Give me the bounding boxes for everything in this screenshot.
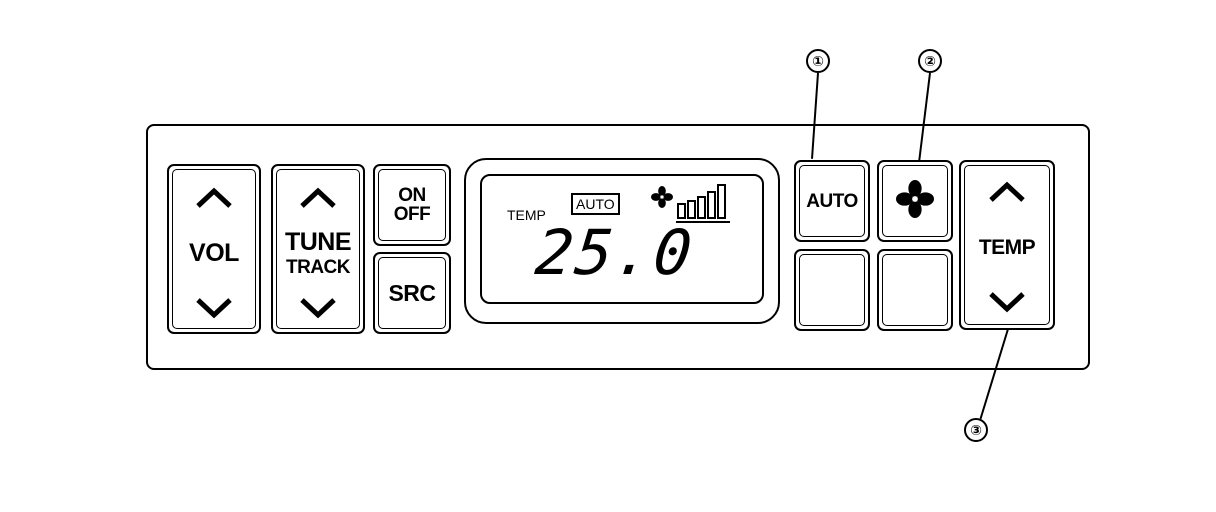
chevron-down-icon[interactable] [194,296,234,320]
lcd-display [480,174,764,304]
chevron-up-icon[interactable] [194,186,234,210]
chevron-down-icon[interactable] [987,290,1027,314]
temp-button[interactable]: TEMP [959,160,1055,330]
display-temp-label: TEMP [507,207,546,223]
auto-label: AUTO [806,190,858,212]
fan-level-bars [676,180,734,229]
display-fan-icon [650,186,674,213]
source-button[interactable]: SRC [373,252,451,334]
on-label: ON [398,185,426,206]
callout-2: ② [918,49,942,73]
chevron-down-icon[interactable] [298,296,338,320]
blank-button-left[interactable] [794,249,870,331]
tune-label: TUNE [284,227,352,256]
tune-track-labels: TUNE TRACK [284,227,352,278]
track-label: TRACK [286,256,351,278]
chevron-up-icon[interactable] [298,186,338,210]
on-off-button[interactable]: ON OFF [373,164,451,246]
fan-icon [896,179,934,223]
display-temperature-value: 25.0 [532,216,698,289]
fan-button[interactable] [877,160,953,242]
display-bezel [464,158,780,324]
display-auto-badge: AUTO [571,193,620,215]
temp-label: TEMP [978,235,1036,259]
auto-button[interactable]: AUTO [794,160,870,242]
callout-3: ③ [964,418,988,442]
volume-label: VOL [189,238,239,267]
volume-button[interactable]: VOL [167,164,261,334]
blank-button-right[interactable] [877,249,953,331]
callout-1: ① [806,49,830,73]
control-panel [146,124,1090,370]
tune-track-button[interactable]: TUNE TRACK [271,164,365,334]
off-label: OFF [393,204,431,225]
chevron-up-icon[interactable] [987,180,1027,204]
source-label: SRC [388,279,436,306]
